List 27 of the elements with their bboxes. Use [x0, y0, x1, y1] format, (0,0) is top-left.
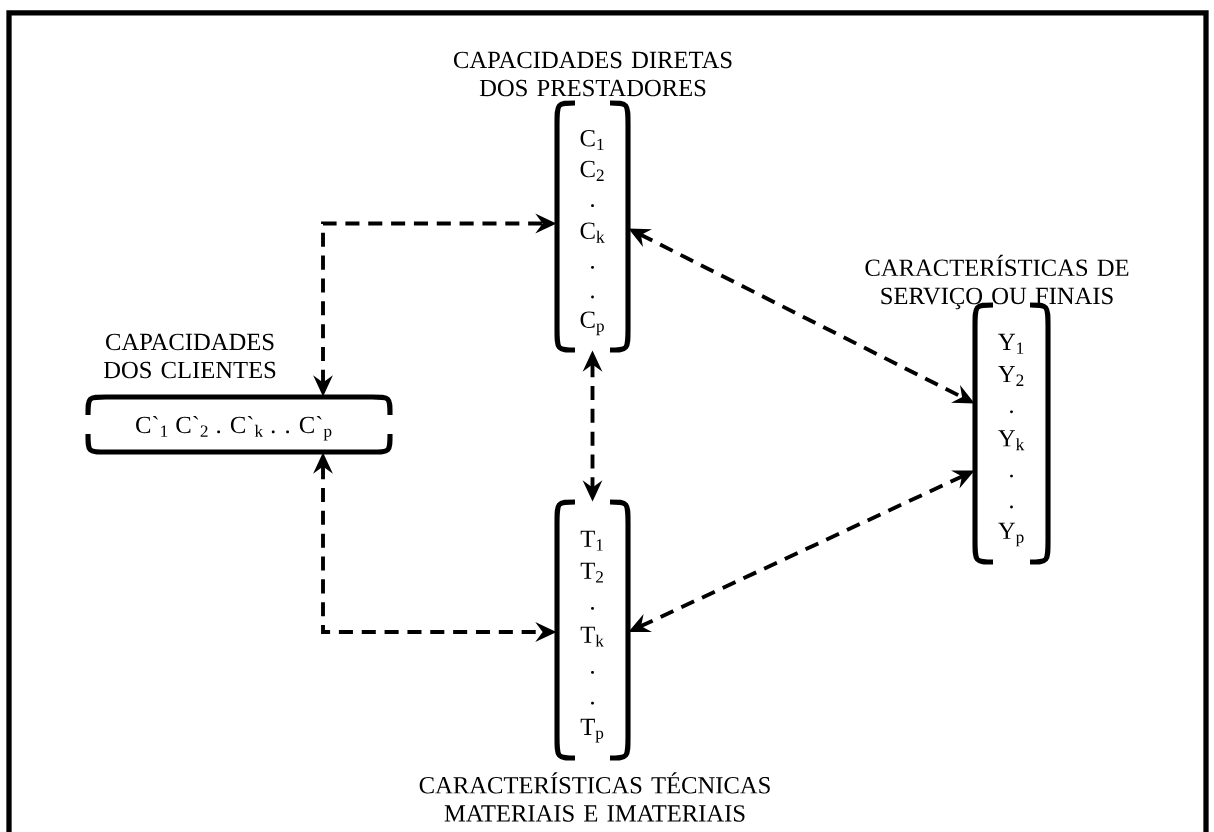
column-heading: CAPACIDADES DIRETAS DOS PRESTADORES — [454, 51, 732, 97]
node-label: . — [1010, 474, 1013, 478]
node-label: T$_{p}$ — [580, 718, 604, 743]
node-label: C$_{1}$ — [580, 129, 604, 151]
node-label: T$_{k}$ — [580, 626, 604, 647]
node-label: . — [591, 265, 594, 269]
node-label: T$_{1}$ — [580, 530, 603, 551]
node-label: . — [591, 606, 594, 610]
node-label: C$_{k}$ — [580, 222, 605, 243]
node-label: C$_{p}$ — [580, 311, 604, 336]
node-label: . — [591, 670, 594, 674]
node-label: Y$_{k}$ — [998, 430, 1025, 451]
bracket-column: C$_{1}$ C$_{2}$ . C$_{k}$ . . C$_{p}$ — [554, 100, 631, 353]
node-label: Y$_{1}$ — [998, 333, 1024, 354]
column-heading: CARACTERÍSTICAS TÉCNICAS MATERIAIS E IMATERIAIS — [419, 772, 770, 822]
bracket-column: C`$_{1}$ C`$_{2}$ . C`$_{k}$ . . C`$_{p}$ — [85, 394, 393, 455]
column-heading: CAPACIDADES DOS CLIENTES — [103, 333, 276, 379]
node-label: Y$_{p}$ — [998, 522, 1024, 547]
node-label: . — [591, 701, 594, 705]
node-label: T$_{2}$ — [580, 562, 603, 583]
node-label: . — [591, 295, 594, 299]
node-label: . — [1010, 410, 1013, 414]
node-label: . — [1010, 505, 1013, 509]
node-label: C$_{2}$ — [580, 160, 604, 181]
node-label: Y$_{2}$ — [998, 365, 1024, 386]
node-label: . — [591, 204, 594, 208]
bracket-column: T$_{1}$ T$_{2}$ . T$_{k}$ . . T$_{p}$ — [554, 499, 631, 761]
